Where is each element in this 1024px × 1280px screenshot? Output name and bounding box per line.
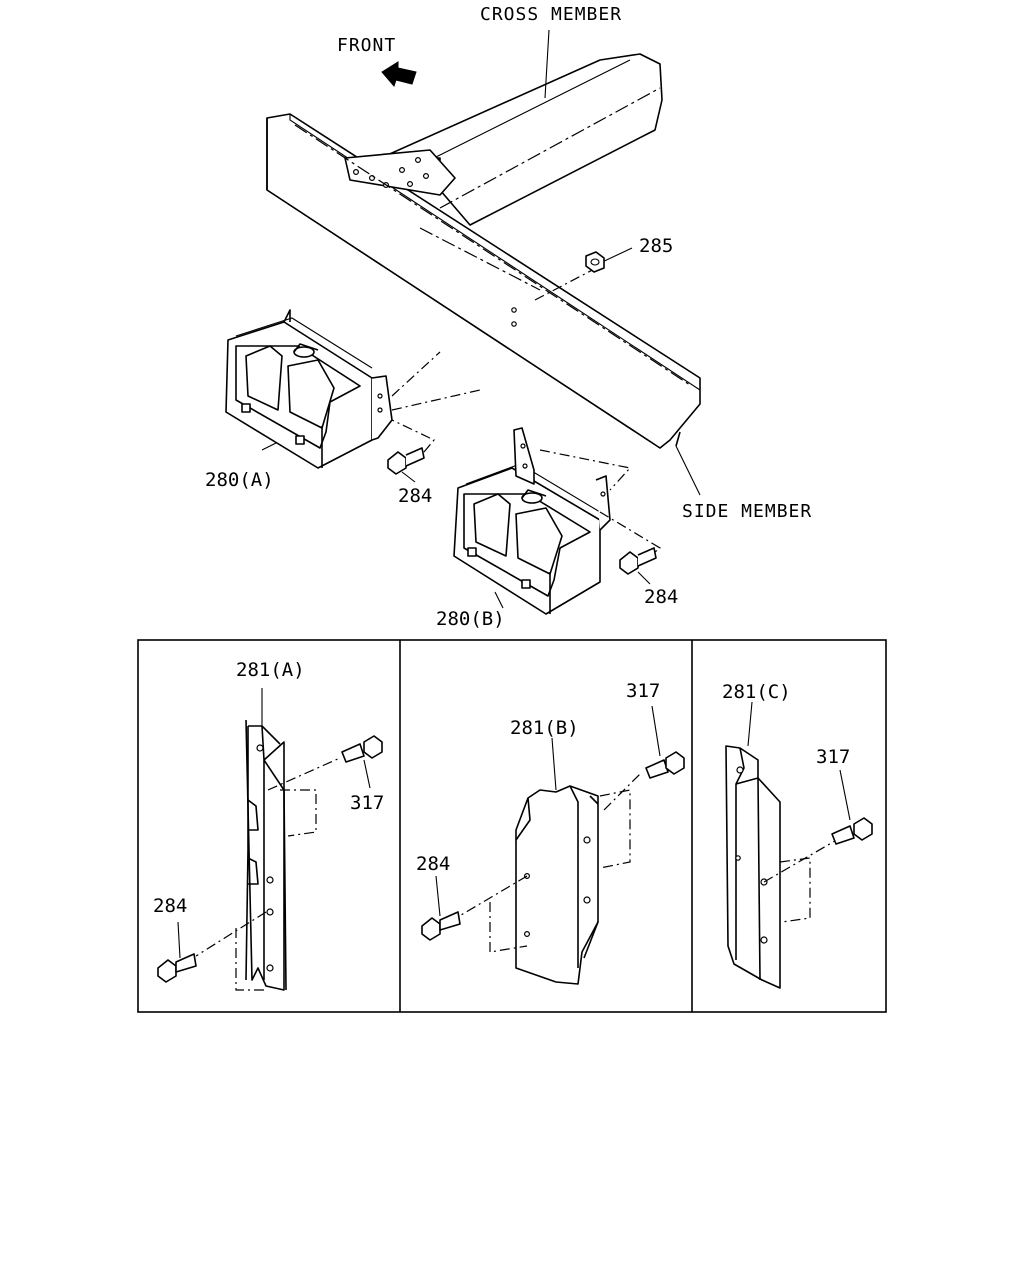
bracket-281b [455,737,643,985]
label-317-a: 317 [350,792,384,814]
label-281a: 281(A) [236,659,305,681]
label-284-b: 284 [416,853,450,875]
label-280b: 280(B) [436,608,505,630]
nut-285 [585,251,605,273]
bracket-280b [453,427,662,615]
label-281b: 281(B) [510,717,579,739]
label-284-top-a: 284 [398,485,432,507]
label-cross-member: CROSS MEMBER [480,4,622,25]
label-284-top-b: 284 [644,586,678,608]
label-side-member: SIDE MEMBER [682,501,812,522]
bolt-284-a [157,921,197,983]
front-arrow-icon [381,61,417,87]
bolt-317-c [831,769,873,845]
bracket-281a [195,688,341,991]
bolt-284-top-a [387,419,435,475]
bolt-317-a [341,735,383,789]
label-285: 285 [639,235,673,257]
label-280a: 280(A) [205,469,274,491]
bracket-281c [725,701,841,989]
label-front: FRONT [337,35,396,56]
label-284-a: 284 [153,895,187,917]
label-317-b: 317 [626,680,660,702]
bolt-317-b [645,705,685,779]
label-281c: 281(C) [722,681,791,703]
detail-panels [137,639,887,1013]
bracket-280a [225,309,481,469]
label-317-c: 317 [816,746,850,768]
bolt-284-b [421,875,461,941]
bolt-284-top-b [619,547,657,575]
frame-assembly [266,53,701,449]
